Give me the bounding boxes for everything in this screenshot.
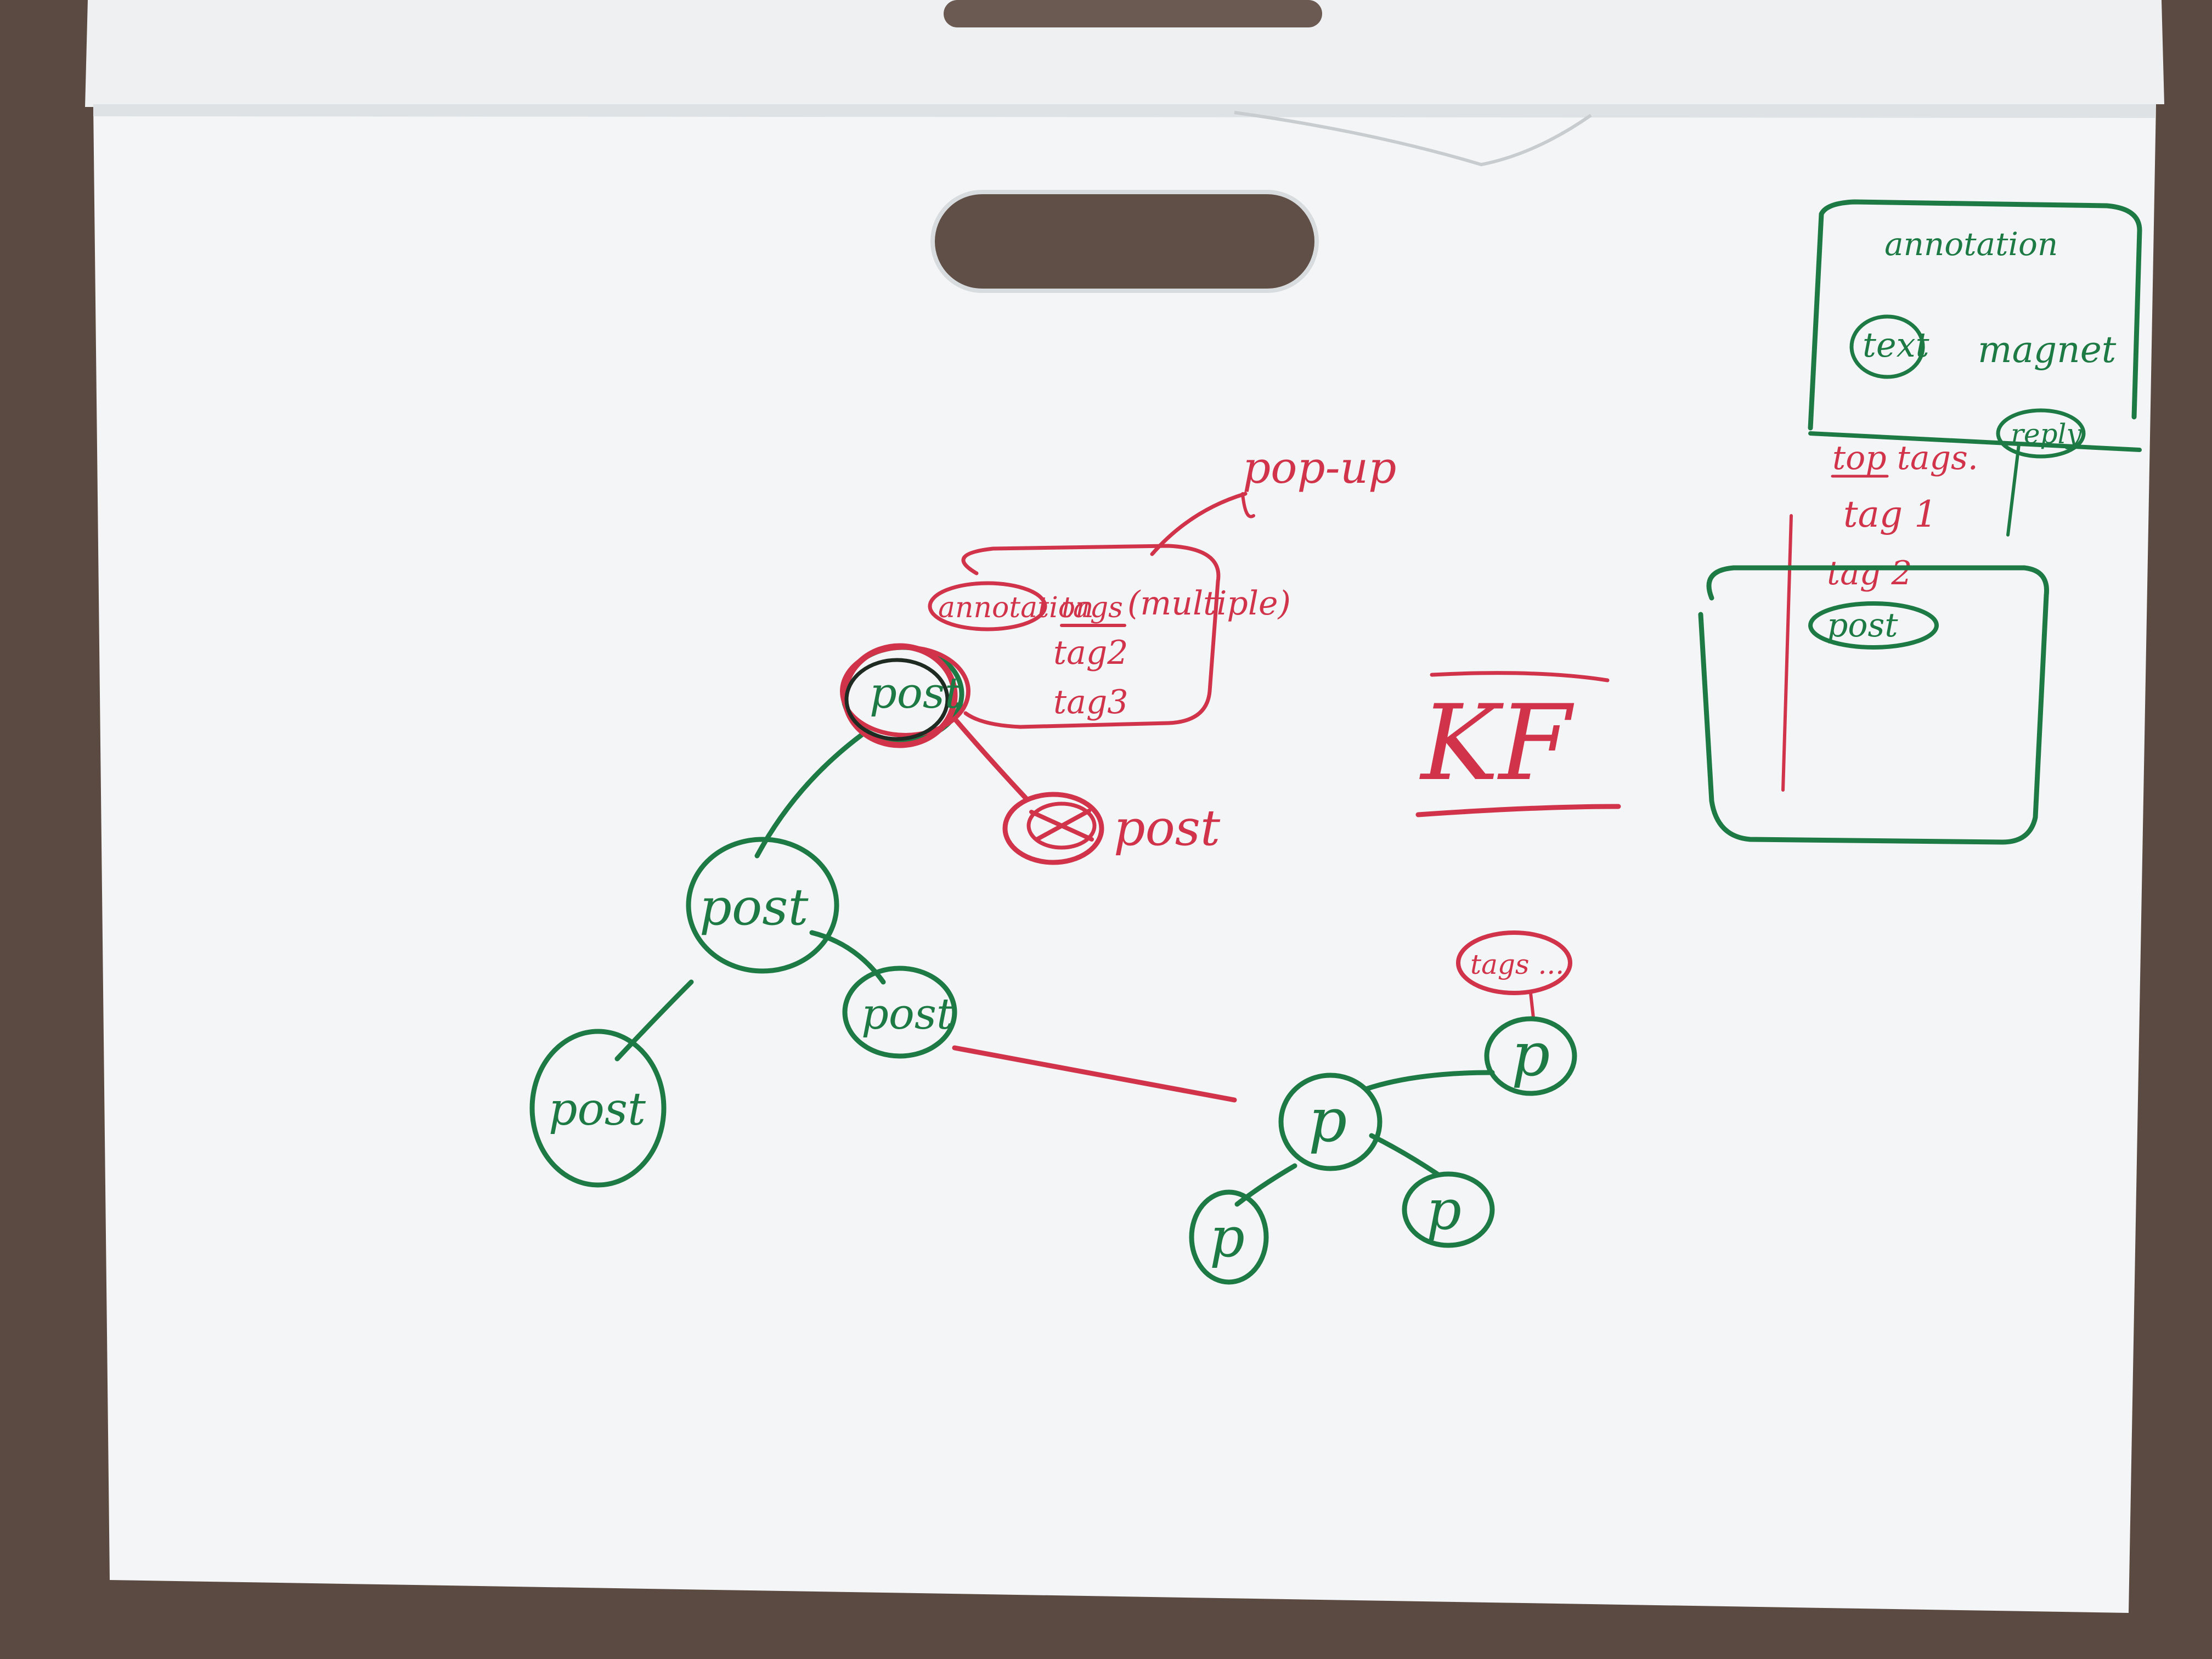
sidebar-inner-line (2006, 443, 2021, 537)
sidebar-reply-circle (1996, 408, 2086, 459)
p-label-right: p (1426, 1178, 1462, 1242)
p-label-top-right: p (1511, 1019, 1550, 1090)
p-node-top-right[interactable]: p (1484, 1016, 1577, 1096)
popup-pointer-line (1150, 492, 1248, 556)
post-node-mid[interactable]: post (686, 837, 839, 974)
top-sheet-edge (85, 0, 2164, 107)
post-node-red[interactable]: post (1002, 792, 1221, 865)
sidebar-post-circle (1808, 601, 1939, 650)
kf-label: KF (1415, 671, 1621, 817)
sidebar-heading: annotation (1884, 225, 2058, 263)
post-label-right: post (861, 990, 954, 1039)
sidebar-post-word: post (1827, 606, 1898, 645)
sidebar-divider (1808, 431, 2142, 452)
paper-top-shadow (93, 104, 2156, 118)
p-node-right[interactable]: p (1402, 1171, 1495, 1248)
post-label-bottom: post (549, 1084, 646, 1136)
annotation-popup[interactable]: annotation tags (multiple) tag2 tag3 pop… (928, 442, 1396, 729)
sidebar-top-tags: top tags. (1832, 439, 1978, 477)
popup-title-annotation: annotation (938, 591, 1094, 624)
popup-tag3: tag3 (1053, 683, 1128, 721)
top-sheet-handle-hole (944, 0, 1322, 27)
red-branch-edge (952, 716, 1029, 801)
sidebar-magnet-word: magnet (1978, 329, 2117, 371)
sidebar-text-circle (1849, 314, 1925, 379)
paper-tear (1234, 111, 1592, 167)
popup-pointer-label: pop-up (1243, 442, 1396, 493)
red-connector-line (952, 1045, 1237, 1103)
sidebar-outline (1808, 199, 2142, 431)
post-node-bottom[interactable]: post (529, 1029, 667, 1188)
p-label-left: p (1210, 1205, 1245, 1269)
annotation-sidebar[interactable]: annotation text magnet reply top tags. t… (1698, 199, 2142, 845)
paper-handle-hole (930, 190, 1319, 293)
kf-text: KF (1419, 682, 1575, 804)
p-node-root[interactable]: p (1278, 1073, 1383, 1171)
post-node-right[interactable]: post (842, 966, 957, 1059)
sidebar-post-box (1698, 565, 2049, 845)
sidebar-text-word: text (1863, 325, 1929, 365)
popup-tag2: tag2 (1053, 634, 1128, 672)
post-node-top[interactable]: post (840, 643, 970, 748)
sidebar-tag2: tag 2 (1827, 554, 1912, 592)
sidebar-reply-word: reply (2011, 418, 2082, 450)
popup-title-tags: tags (1062, 591, 1123, 624)
popup-pointer-underline (1241, 492, 1255, 518)
popup-outline (961, 544, 1221, 729)
p-label-root: p (1308, 1085, 1347, 1155)
post-label-mid: post (699, 878, 809, 936)
tags-bubble-label: tags ... (1470, 949, 1564, 980)
sidebar-tag1: tag 1 (1843, 493, 1937, 535)
popup-title-multiple: (multiple) (1127, 584, 1291, 623)
popup-title-circle (928, 581, 1047, 631)
p-node-left[interactable]: p (1189, 1189, 1269, 1285)
paper-sheet (93, 104, 2156, 1613)
tags-bubble[interactable]: tags ... (1456, 930, 1572, 1019)
sidebar-red-vertical (1781, 514, 1793, 792)
post-label-top: post (870, 669, 962, 718)
post-label-red: post (1114, 799, 1221, 857)
